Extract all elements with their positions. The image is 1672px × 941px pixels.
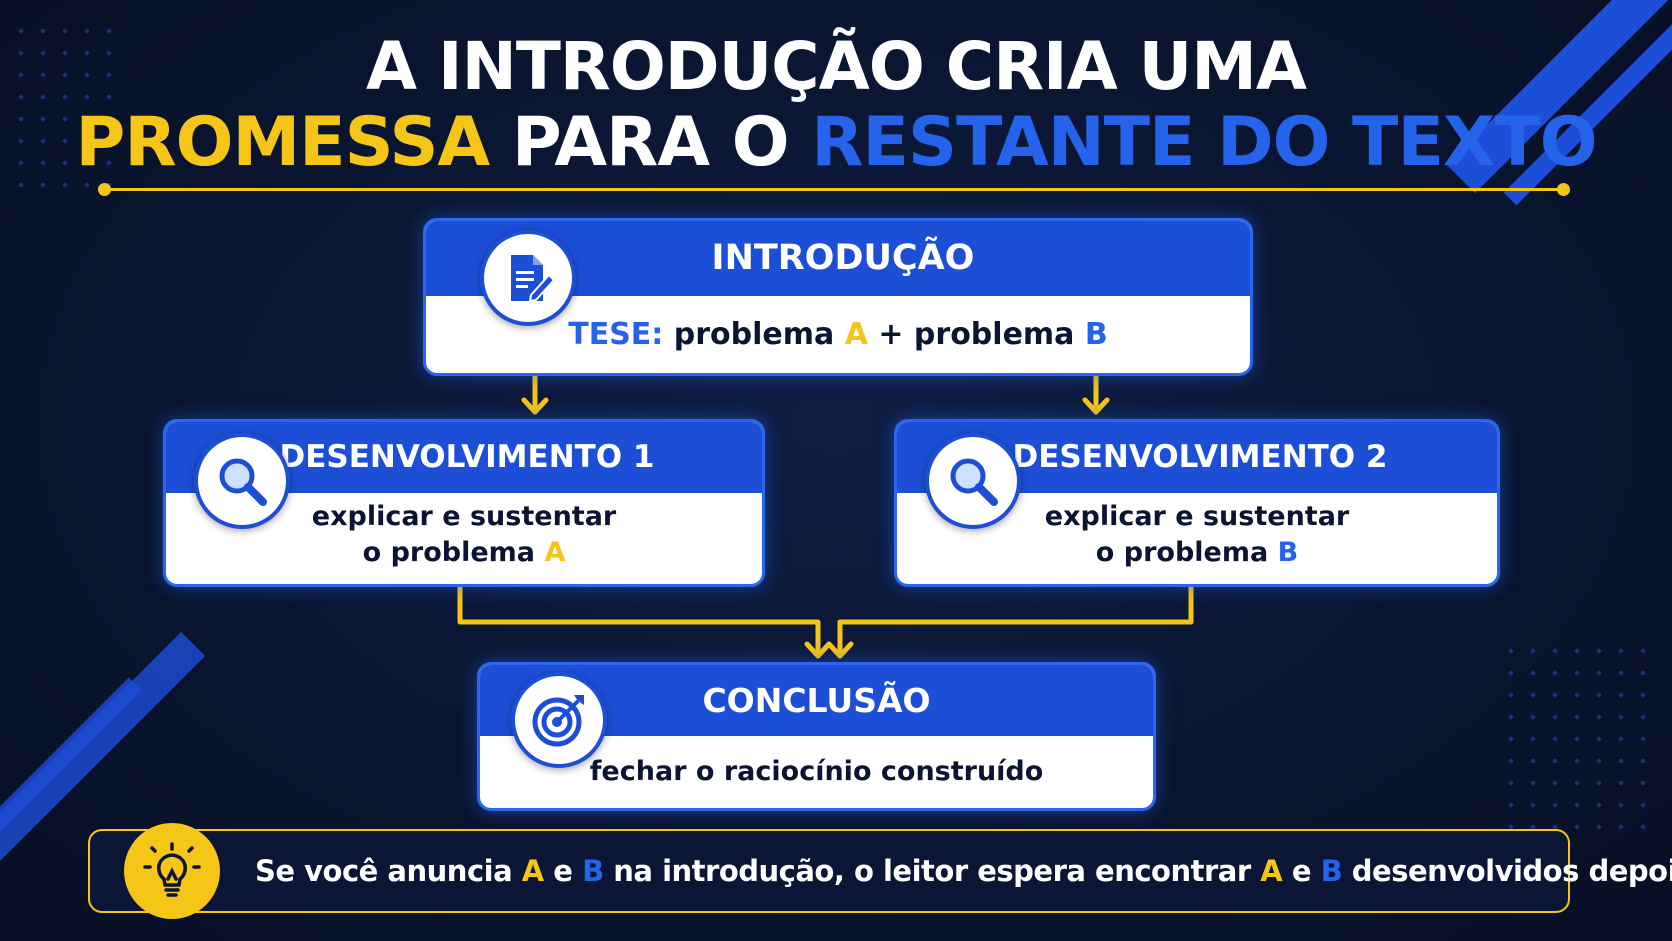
tip-box: Se você anuncia A e B na introdução, o l… [88, 823, 1672, 919]
tip-b1: B [582, 854, 604, 888]
dev1-letter-a: A [544, 537, 566, 568]
title-line2: PROMESSA PARA O RESTANTE DO TEXTO [0, 103, 1672, 182]
tip-a2: A [1260, 854, 1283, 888]
tip-a1: A [521, 854, 544, 888]
dev2-line2: o problema B [897, 535, 1497, 571]
divider-dot-right [1557, 183, 1570, 196]
dev2-letter-b: B [1277, 537, 1299, 568]
magnifier-icon [925, 433, 1021, 529]
tip-p1: Se você anuncia [255, 854, 522, 888]
intro-tese-label: TESE: [568, 317, 664, 352]
intro-letter-b: B [1084, 317, 1108, 352]
dev1-heading: DESENVOLVIMENTO 1 [279, 439, 655, 475]
dev2-body: explicar e sustentar o problema B [897, 493, 1497, 584]
intro-heading: INTRODUÇÃO [711, 238, 975, 278]
tip-text: Se você anuncia A e B na introdução, o l… [255, 831, 1672, 911]
title-divider [104, 188, 1564, 191]
magnifier-icon [194, 433, 290, 529]
dev1-line1: explicar e sustentar [311, 501, 617, 532]
conclusion-heading: CONCLUSÃO [702, 681, 931, 720]
conclusion-text: fechar o raciocínio construído [589, 756, 1044, 787]
intro-plus: + problema [867, 317, 1085, 352]
dev1-line2: o problema A [166, 535, 762, 571]
dev2-line2-text: o problema [1095, 537, 1278, 568]
tip-p2: e [543, 854, 583, 888]
intro-letter-a: A [844, 317, 868, 352]
dev2-line1: explicar e sustentar [1044, 501, 1350, 532]
tip-p3: na introdução, o leitor espera encontrar [603, 854, 1261, 888]
intro-text: problema [663, 317, 845, 352]
title-line1: A INTRODUÇÃO CRIA UMA [366, 28, 1307, 105]
tip-p5: desenvolvidos depois. [1342, 854, 1672, 888]
dev2-heading: DESENVOLVIMENTO 2 [1012, 439, 1388, 475]
title-highlight-promessa: PROMESSA [75, 103, 490, 182]
target-arrow-icon [511, 672, 607, 768]
dev1-line2-text: o problema [362, 537, 545, 568]
title-middle: PARA O [489, 103, 812, 182]
decor-dots [10, 20, 120, 200]
title-highlight-restante: RESTANTE DO TEXTO [811, 103, 1597, 182]
lightbulb-icon [124, 823, 220, 919]
dev1-body: explicar e sustentar o problema A [166, 493, 762, 584]
conclusion-body: fechar o raciocínio construído [480, 736, 1153, 808]
divider-dot-left [98, 183, 111, 196]
tip-p4: e [1282, 854, 1321, 888]
decor-dots [1500, 640, 1660, 840]
intro-body: TESE: problema A + problema B [426, 296, 1250, 373]
document-pen-icon [480, 230, 576, 326]
tip-b2: B [1320, 854, 1343, 888]
